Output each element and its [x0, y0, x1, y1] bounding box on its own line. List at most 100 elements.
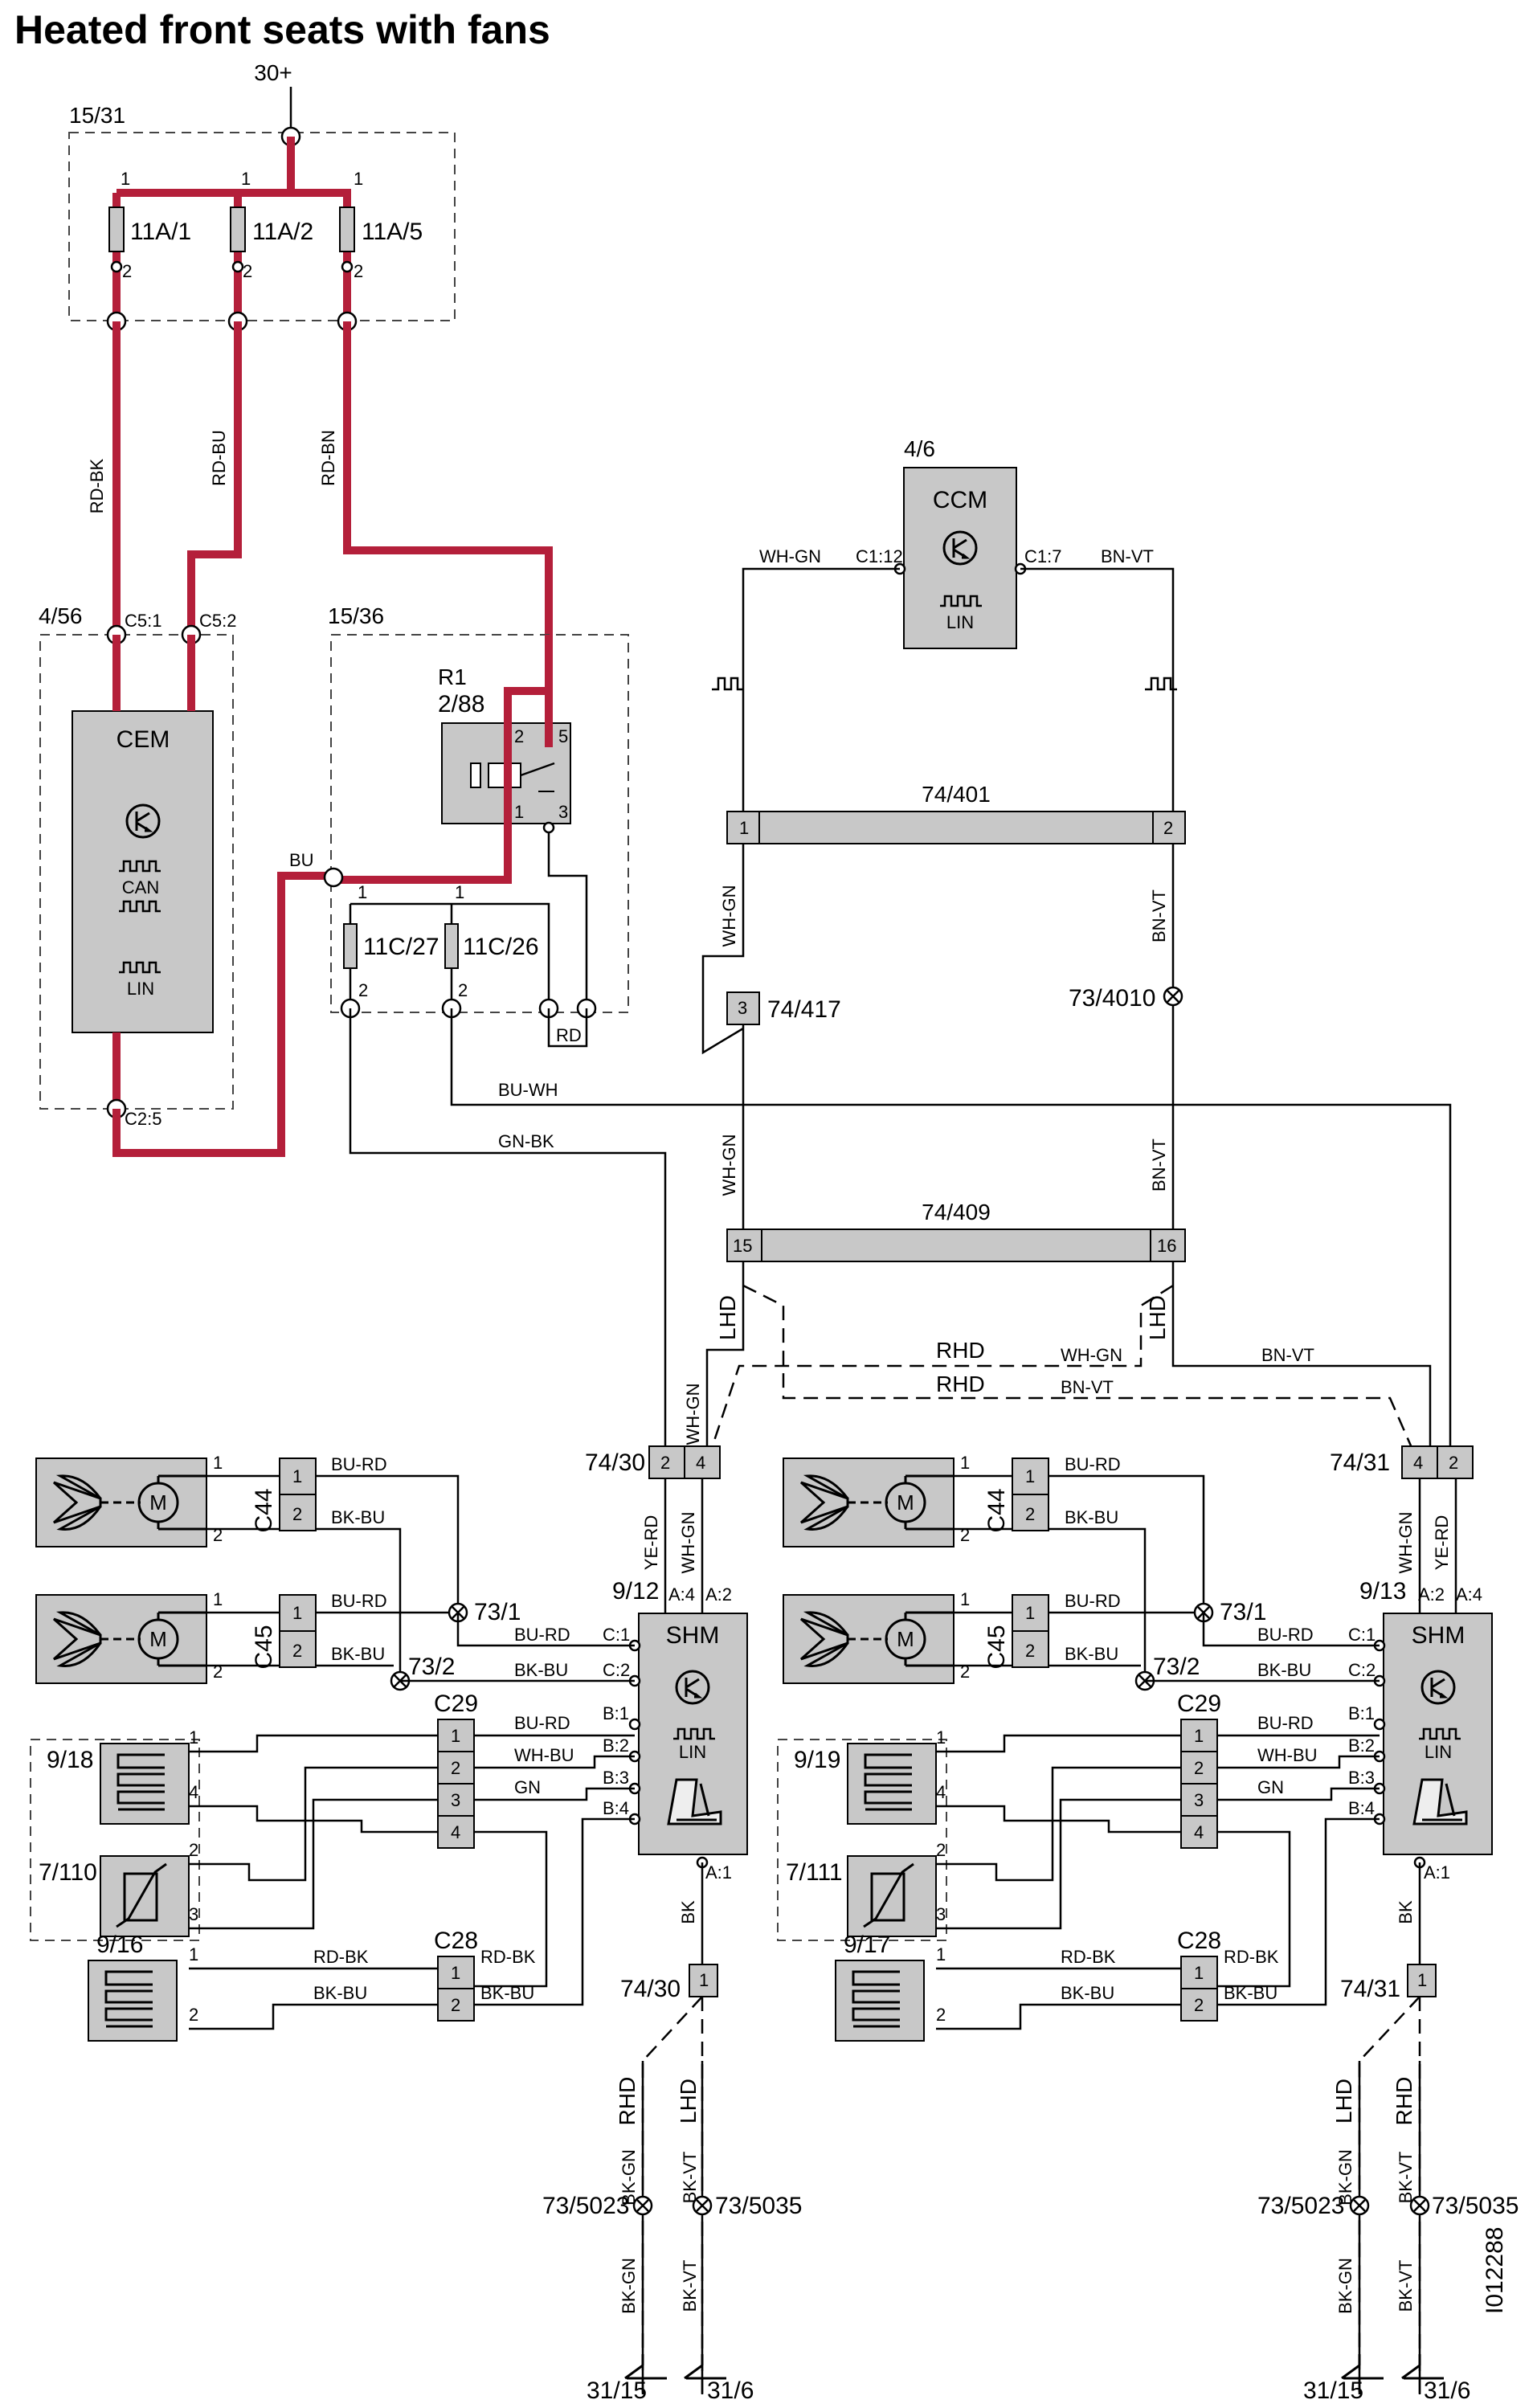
wire-label: RD-BK [313, 1947, 369, 1967]
seat-backrest-area [30, 1739, 200, 1941]
wire-label: BK-VT [680, 2152, 700, 2204]
wire-label: BU-RD [1065, 1591, 1121, 1611]
conn-pin: 2 [1163, 818, 1173, 838]
wire-label: YE-RD [1432, 1515, 1452, 1570]
wire-label: BU-RD [1257, 1625, 1314, 1645]
wire-label: BK-GN [619, 2258, 639, 2314]
wire-label: BK-BU [1224, 1983, 1277, 2003]
shm-pin: B:2 [603, 1735, 629, 1756]
wire-label: BN-VT [1149, 889, 1169, 942]
conn-pin: 1 [699, 1970, 709, 1990]
splice-label: 73/5023 [542, 2193, 629, 2219]
shm-pin: B:3 [603, 1768, 629, 1788]
conn-pin: 3 [738, 998, 747, 1018]
fan-c45-right [782, 1593, 955, 1685]
connector-74-30-bottom [689, 1964, 718, 1997]
pin: 3 [936, 1904, 946, 1924]
wire-label: BK [1396, 1900, 1416, 1924]
ccm-lin-label: LIN [946, 612, 974, 632]
wire-label: BK-VT [680, 2260, 700, 2312]
splice-label: 73/5023 [1257, 2193, 1344, 2219]
shm-pin: B:1 [603, 1703, 629, 1723]
wire-label: BN-VT [1261, 1345, 1314, 1365]
ccm-pin-c112: C1:12 [856, 546, 903, 566]
shm-pin: A:1 [1424, 1862, 1450, 1883]
wire-label: WH-GN [719, 885, 739, 947]
fuse-pin: 2 [354, 261, 363, 281]
wire-rd-bn [343, 321, 553, 635]
shm-id: 9/12 [612, 1578, 659, 1605]
shm-id: 9/13 [1359, 1578, 1406, 1605]
ccm-id: 4/6 [904, 436, 935, 461]
relay-pin: 3 [558, 802, 568, 822]
pin: 1 [960, 1589, 970, 1609]
component-label: 9/16 [96, 1932, 143, 1958]
ccm-name: CCM [933, 487, 987, 513]
relay-pin: 5 [558, 726, 568, 746]
pin: 2 [451, 1758, 460, 1778]
ccm-module [903, 467, 1017, 649]
shm-name: SHM [666, 1622, 720, 1649]
wire-label: WH-BU [1257, 1745, 1318, 1765]
cem-pin-c52: C5:2 [199, 611, 236, 631]
fuse-label-11a1: 11A/1 [130, 219, 191, 245]
wire-rd-bu [187, 321, 242, 635]
wire-label: RD-BK [1061, 1947, 1116, 1967]
rhd-label: RHD [1392, 2077, 1416, 2126]
fan-c44-right [782, 1457, 955, 1548]
fuse-box-15-31 [68, 132, 456, 321]
component-label: 7/110 [39, 1859, 97, 1886]
pin: 3 [189, 1904, 198, 1924]
pin: 2 [1025, 1504, 1035, 1524]
cem-box [39, 634, 234, 1110]
pin: 2 [936, 2005, 946, 2025]
cem-lin-label: LIN [127, 979, 154, 999]
connector-74-401 [726, 811, 1186, 844]
pin: 2 [189, 1840, 198, 1860]
pin: 3 [451, 1790, 460, 1810]
seat-backrest-area [777, 1739, 947, 1941]
wire-label: WH-GN [678, 1512, 698, 1574]
fuse-11a5 [339, 206, 355, 252]
shm-pin: B:3 [1348, 1768, 1375, 1788]
heater-9-17 [834, 1959, 926, 2042]
conn-pin: 2 [660, 1453, 670, 1473]
wire-label: BK [678, 1900, 698, 1924]
wire-label: YE-RD [641, 1515, 661, 1570]
wire-label: BK-BU [1065, 1644, 1118, 1664]
shm-pin: B:2 [1348, 1735, 1375, 1756]
pin: 1 [1194, 1726, 1204, 1746]
cem-pin-c25: C2:5 [125, 1109, 161, 1129]
doc-id: I012288 [1482, 2227, 1508, 2314]
fuse-label-11a5: 11A/5 [362, 219, 423, 245]
relay-pin: 2 [514, 726, 524, 746]
wire-label: WH-GN [759, 546, 821, 566]
connector-label: 74/31 [1340, 1976, 1400, 2002]
shm-pin: C:2 [1348, 1660, 1376, 1680]
component-label: 9/17 [844, 1932, 890, 1958]
wire-label: BK-BU [1257, 1660, 1311, 1680]
conn-pin: 16 [1157, 1236, 1176, 1256]
wire-bu-wh [450, 1008, 1452, 1462]
wire-label: BK-BU [313, 1983, 367, 2003]
pin: 3 [1194, 1790, 1204, 1810]
wire-label: BU-RD [331, 1454, 387, 1474]
conn-pin: 4 [1413, 1453, 1423, 1473]
wire-label: BK-BU [331, 1644, 385, 1664]
fuse-11a1 [108, 206, 125, 252]
rhd-label: RHD [615, 2077, 640, 2126]
conn-label: C45 [983, 1625, 1010, 1669]
pin: 1 [292, 1466, 302, 1486]
heater-9-18 [99, 1742, 190, 1825]
pin: 4 [451, 1822, 460, 1842]
shm-pin: C:2 [603, 1660, 630, 1680]
fuse-11c26 [444, 923, 459, 969]
pin: 1 [451, 1726, 460, 1746]
shm-name: SHM [1412, 1622, 1465, 1649]
fuse-pin: 2 [122, 261, 132, 281]
splice-label: 73/1 [1220, 1599, 1266, 1625]
pin: 2 [189, 2005, 198, 2025]
shm-pin: A:2 [1418, 1584, 1445, 1605]
wire-label: BU-RD [331, 1591, 387, 1611]
